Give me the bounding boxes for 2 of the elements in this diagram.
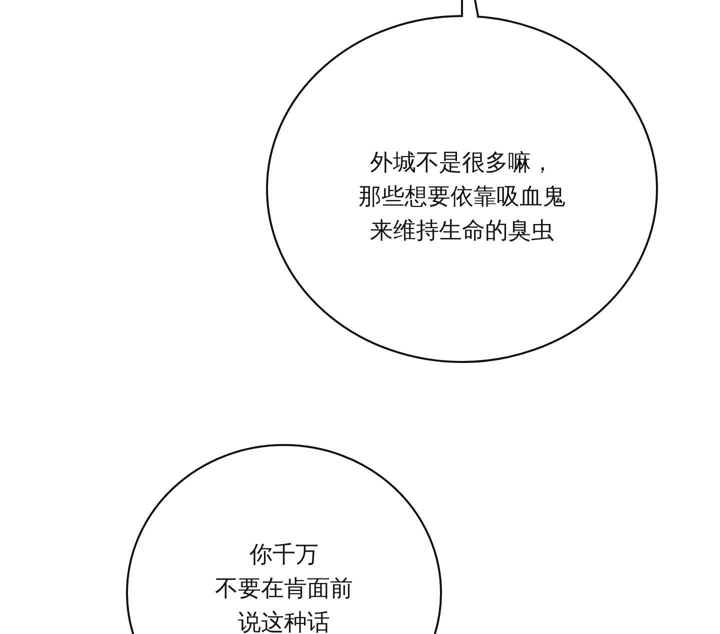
speech-text: 外城不是很多嘛，那些想要依靠吸血鬼来维持生命的臭虫 — [358, 149, 566, 246]
speech-text: 你千万不要在肯面前说这种话 — [215, 541, 353, 634]
